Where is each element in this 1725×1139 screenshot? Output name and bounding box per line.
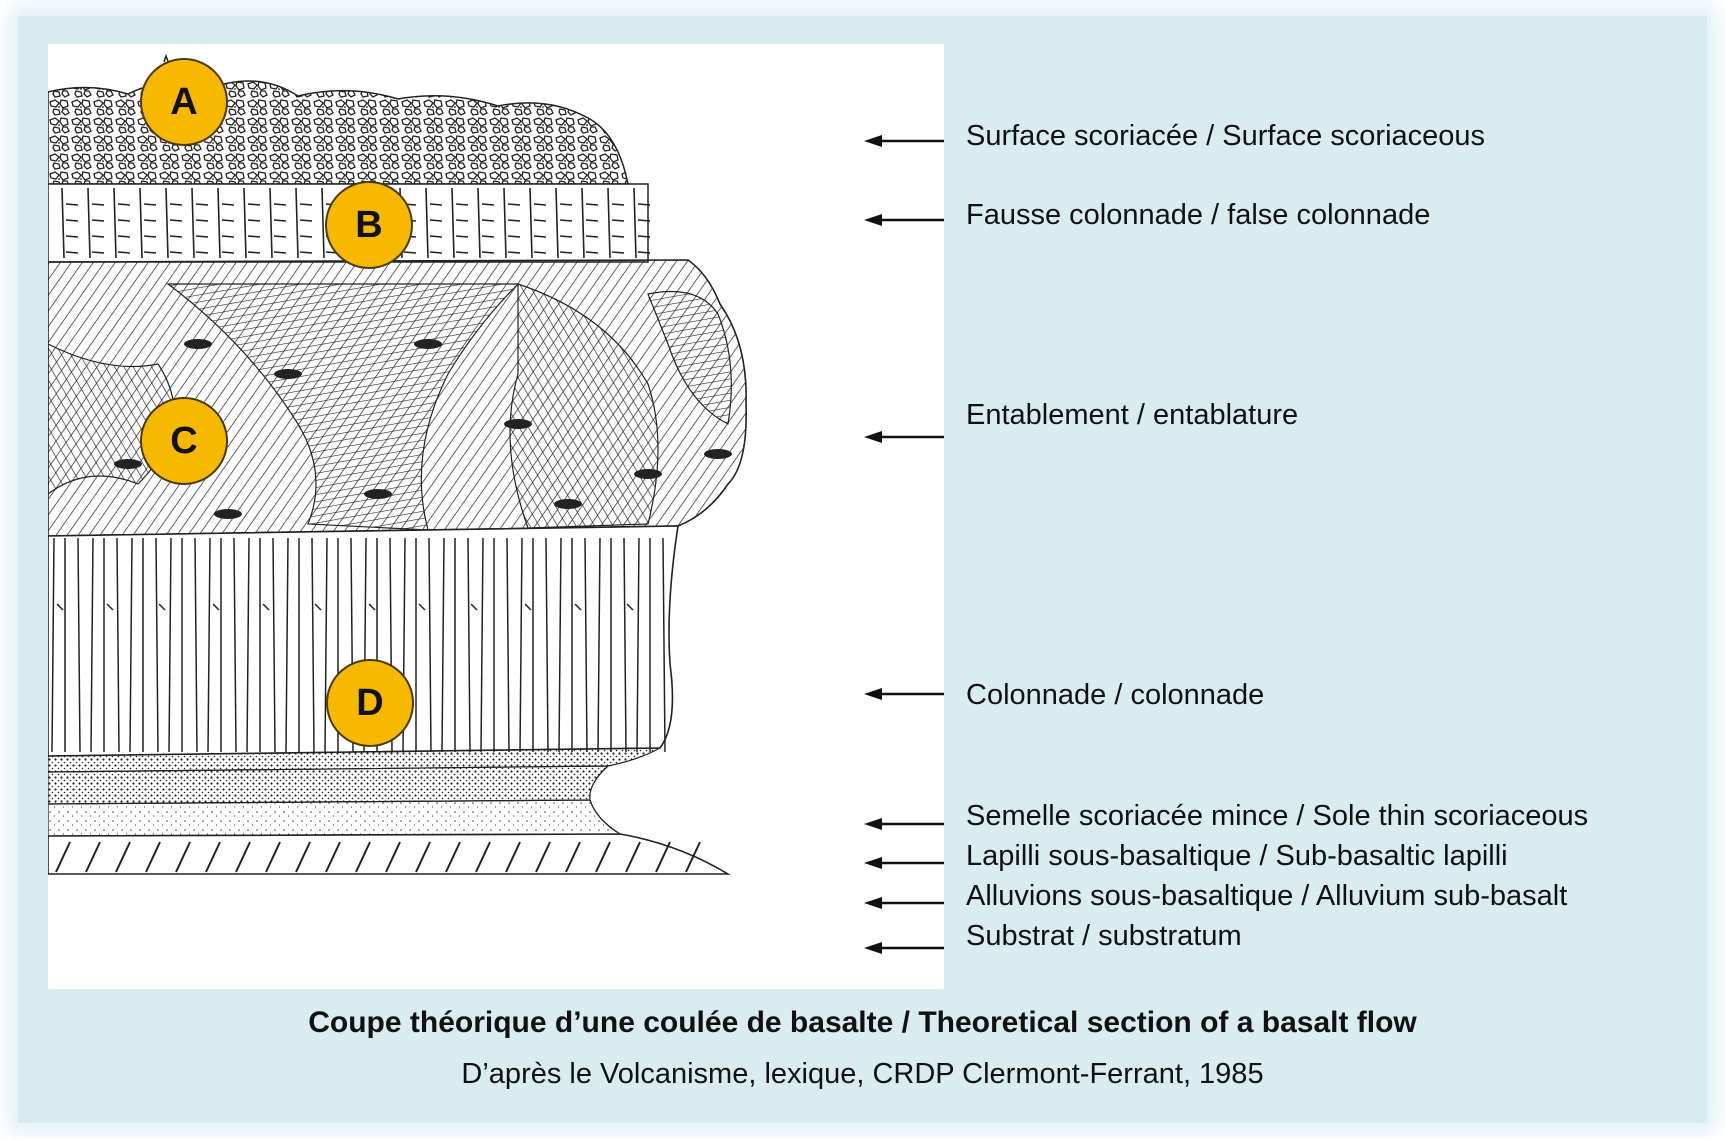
caption-source: D’après le Volcanisme, lexique, CRDP Cle… <box>461 1058 1264 1090</box>
arrow-thin-sole <box>864 818 944 830</box>
layer-scoriaceous-surface <box>48 80 629 185</box>
badge-b: B <box>325 181 413 269</box>
arrow-false-colonnade <box>864 214 944 226</box>
layer-alluvium <box>48 799 623 837</box>
label-false-colonnade: Fausse colonnade / false colonnade <box>966 199 1431 231</box>
label-alluvium: Alluvions sous-basaltique / Alluvium sub… <box>966 880 1568 912</box>
badge-d: D <box>326 659 414 747</box>
label-colonnade: Colonnade / colonnade <box>966 679 1265 711</box>
label-thin-sole: Semelle scoriacée mince / Sole thin scor… <box>966 800 1589 832</box>
arrow-entablature <box>864 431 944 443</box>
label-substratum: Substrat / substratum <box>966 920 1242 952</box>
label-surface: Surface scoriacée / Surface scoriaceous <box>966 120 1486 152</box>
layer-lapilli <box>48 765 610 805</box>
caption-title: Coupe théorique d’une coulée de basalte … <box>308 1006 1417 1039</box>
arrow-alluvium <box>864 897 944 909</box>
arrow-lapilli <box>864 857 944 869</box>
arrow-substratum <box>864 942 944 954</box>
label-entablature: Entablement / entablature <box>966 399 1299 431</box>
basalt-section-drawing: A B C D <box>48 44 944 989</box>
label-lapilli: Lapilli sous-basaltique / Sub-basaltic l… <box>966 840 1508 872</box>
badge-a: A <box>140 58 228 146</box>
basalt-section-svg <box>48 53 747 875</box>
arrow-colonnade <box>864 688 944 700</box>
badge-c: C <box>140 397 228 485</box>
arrow-surface <box>864 135 944 147</box>
